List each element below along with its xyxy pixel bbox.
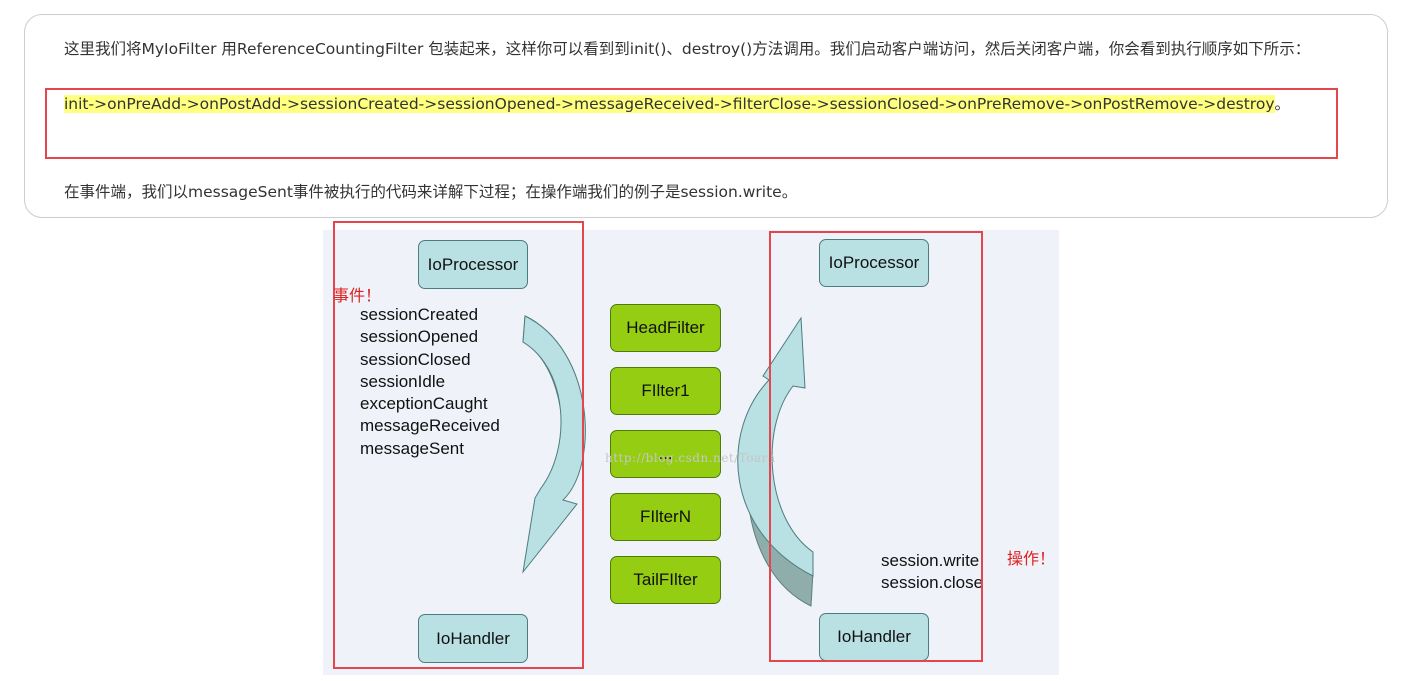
event-item: messageReceived	[360, 416, 500, 436]
right-iohandler: IoHandler	[819, 613, 929, 661]
filter-1: FIlter1	[610, 367, 721, 415]
left-ioprocessor: IoProcessor	[418, 240, 528, 289]
sequence-paragraph: init->onPreAdd->onPostAdd->sessionCreate…	[64, 91, 1364, 117]
right-ioprocessor: IoProcessor	[819, 239, 929, 287]
event-item: sessionOpened	[360, 327, 479, 347]
event-flow-arrow	[522, 315, 586, 574]
operation-flow-arrow	[737, 316, 814, 577]
event-list: sessionCreated sessionOpened sessionClos…	[360, 304, 500, 460]
intro-paragraph: 这里我们将MyIoFilter 用ReferenceCountingFilter…	[64, 40, 1311, 58]
operation-item: session.close	[881, 573, 984, 593]
explanation-paragraph: 在事件端，我们以messageSent事件被执行的代码来详解下过程；在操作端我们…	[64, 183, 798, 201]
events-label: 事件！	[333, 286, 382, 305]
operation-side-red-box	[769, 231, 983, 662]
event-item: exceptionCaught	[360, 394, 488, 414]
event-item: sessionClosed	[360, 349, 471, 369]
event-item: sessionCreated	[360, 305, 479, 324]
event-item: sessionIdle	[360, 371, 446, 391]
event-side-red-box	[333, 221, 584, 669]
event-item: messageSent	[360, 438, 464, 458]
operations-label: 操作！	[1007, 549, 1056, 568]
left-iohandler: IoHandler	[418, 614, 528, 663]
watermark: http://blog.csdn.net/Toara	[605, 451, 776, 465]
operation-list: session.write session.close	[881, 550, 983, 595]
sequence-end: 。	[1274, 95, 1291, 113]
sequence-highlight: init->onPreAdd->onPostAdd->sessionCreate…	[64, 95, 1275, 113]
filter-ellipsis: ...	[610, 430, 721, 478]
filter-head: HeadFilter	[610, 304, 721, 352]
filter-n: FIlterN	[610, 493, 721, 541]
flow-arrows	[522, 315, 814, 607]
sequence-red-box	[45, 88, 1338, 159]
filter-tail: TailFIlter	[610, 556, 721, 604]
article-card	[24, 14, 1388, 218]
filter-chain-diagram: IoProcessor IoProcessor IoHandler IoHand…	[323, 230, 1059, 675]
operation-item: session.write	[881, 551, 980, 570]
